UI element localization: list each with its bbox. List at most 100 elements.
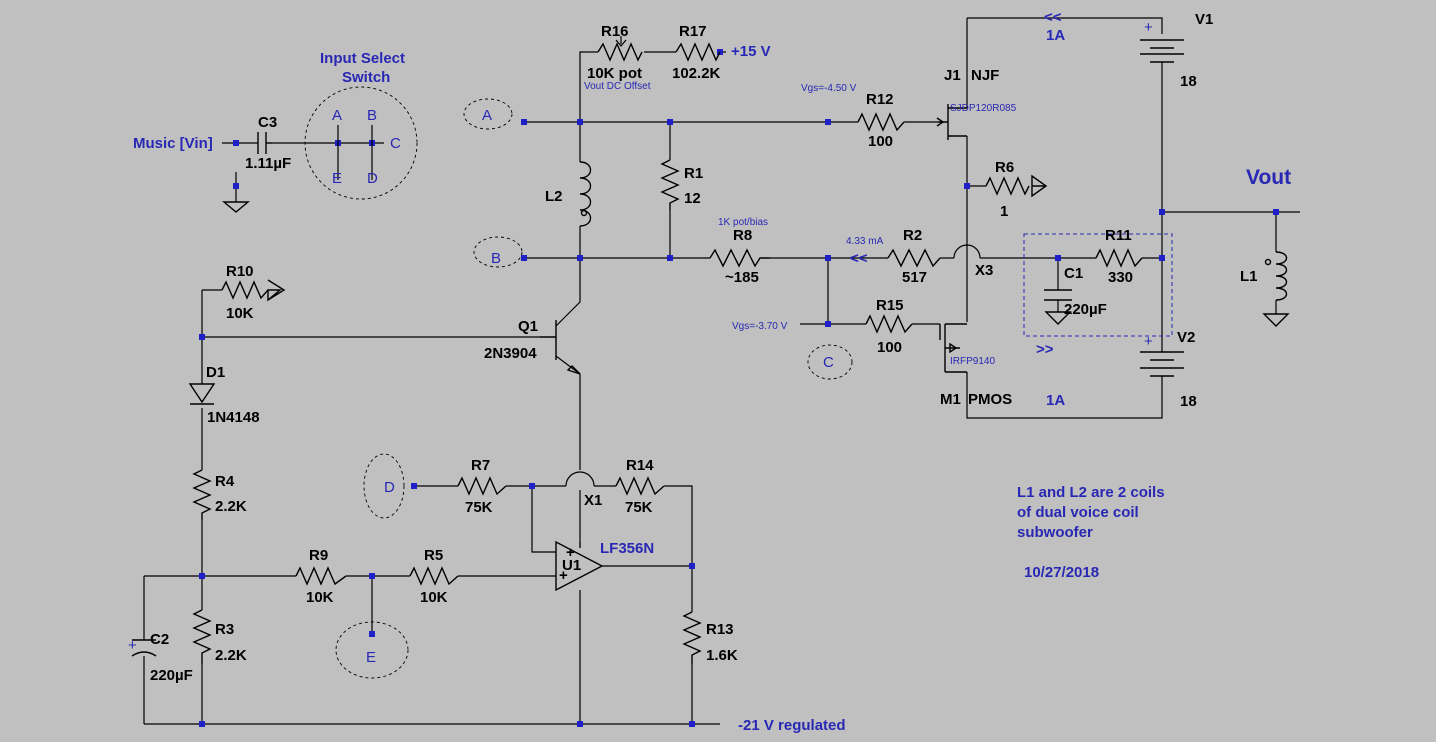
c1-r11-group-box xyxy=(1023,233,1173,337)
note-line2: of dual voice coil xyxy=(1017,504,1139,521)
R16-value: 10K pot xyxy=(587,65,642,82)
svg-text:+: + xyxy=(1144,333,1153,350)
R9-symbol xyxy=(295,566,347,586)
C3-symbol xyxy=(257,132,267,154)
R17-symbol xyxy=(675,42,721,62)
marker-d: D xyxy=(384,479,395,496)
V2-arrows: >> xyxy=(1036,341,1054,358)
R3-symbol xyxy=(192,609,212,664)
V1-value: 18 xyxy=(1180,73,1197,90)
input-select-subtitle: Switch xyxy=(342,69,390,86)
switch-pos-b: B xyxy=(367,107,377,124)
R9-ref: R9 xyxy=(309,547,328,564)
ground-icon xyxy=(1044,311,1072,325)
Q1-symbol xyxy=(540,320,581,375)
M1-part: IRFP9140 xyxy=(950,356,995,367)
resistors xyxy=(192,36,1143,664)
R14-ref: R14 xyxy=(626,457,654,474)
ground-icon xyxy=(1031,174,1048,198)
C1-symbol xyxy=(1044,289,1072,301)
R13-symbol xyxy=(682,611,702,664)
R13-ref: R13 xyxy=(706,621,734,638)
D1-ref: D1 xyxy=(206,364,225,381)
marker-a: A xyxy=(482,107,492,124)
M1-type: PMOS xyxy=(968,391,1012,408)
marker-b: B xyxy=(491,250,501,267)
C3-ref: C3 xyxy=(258,114,277,131)
R2-ref: R2 xyxy=(903,227,922,244)
R2-current: 4.33 mA xyxy=(846,236,884,247)
R5-value: 10K xyxy=(420,589,448,606)
switch-pos-c: C xyxy=(390,135,401,152)
C2-value: 220µF xyxy=(150,667,193,684)
R15-symbol xyxy=(865,314,913,334)
R8-ref: R8 xyxy=(733,227,752,244)
C3-value: 1.11µF xyxy=(245,155,291,172)
vgs-m1-label: Vgs=-3.70 V xyxy=(732,321,788,332)
R16-symbol xyxy=(597,42,643,62)
svg-text:+: + xyxy=(128,637,137,654)
R11-symbol xyxy=(1095,248,1143,268)
J1-symbol xyxy=(936,104,967,140)
R8-value: ~185 xyxy=(725,269,759,286)
X3-ref: X3 xyxy=(975,262,993,279)
R6-symbol xyxy=(985,176,1030,196)
capacitors: + xyxy=(128,132,1072,657)
L1-symbol xyxy=(1275,251,1288,301)
Q1-part: 2N3904 xyxy=(484,345,537,362)
vgs-j1-label: Vgs=-4.50 V xyxy=(801,83,857,94)
C1-value: 220µF xyxy=(1064,301,1107,318)
input-select-title: Input Select xyxy=(320,50,405,67)
input-select-switch[interactable] xyxy=(304,86,418,200)
R4-ref: R4 xyxy=(215,473,235,490)
R1-value: 12 xyxy=(684,190,701,207)
R12-symbol xyxy=(857,112,905,132)
R6-value: 1 xyxy=(1000,203,1008,220)
R1-ref: R1 xyxy=(684,165,703,182)
M1-ref: M1 xyxy=(940,391,961,408)
U1-ref: U1 xyxy=(562,557,581,574)
J1-type: NJF xyxy=(971,67,999,84)
note-line3: subwoofer xyxy=(1017,524,1093,541)
L1-ref: L1 xyxy=(1240,268,1258,285)
V2-value: 18 xyxy=(1180,393,1197,410)
R4-symbol xyxy=(192,469,212,520)
U1-part: LF356N xyxy=(600,540,654,557)
U1-symbol: + + xyxy=(555,540,604,592)
svg-text:+: + xyxy=(559,567,568,584)
V1-symbol: + xyxy=(1140,19,1184,63)
V2-current: 1A xyxy=(1046,392,1065,409)
R7-ref: R7 xyxy=(471,457,490,474)
R9-value: 10K xyxy=(306,589,334,606)
X1-ref: X1 xyxy=(584,492,602,509)
svg-text:+: + xyxy=(566,544,575,561)
R13-value: 1.6K xyxy=(706,647,738,664)
R11-ref: R11 xyxy=(1105,227,1132,244)
vout-dc-offset-label: Vout DC Offset xyxy=(584,81,651,92)
vout-label: Vout xyxy=(1246,166,1291,189)
V1-ref: V1 xyxy=(1195,11,1213,28)
R16-ref: R16 xyxy=(601,23,629,40)
R12-ref: R12 xyxy=(866,91,894,108)
markers[interactable] xyxy=(335,98,853,679)
R17-ref: R17 xyxy=(679,23,707,40)
V1-arrows: << xyxy=(1044,9,1062,26)
J1-part: SJDP120R085 xyxy=(950,103,1017,114)
R14-value: 75K xyxy=(625,499,653,516)
R3-ref: R3 xyxy=(215,621,234,638)
labels: R16 10K pot Vout DC Offset R17 102.2K +1… xyxy=(133,9,1291,734)
R12-value: 100 xyxy=(868,133,893,150)
svg-text:+: + xyxy=(1144,19,1153,36)
L2-symbol xyxy=(579,161,592,227)
plus15-label: +15 V xyxy=(731,43,771,60)
R7-symbol xyxy=(457,476,507,496)
R10-value: 10K xyxy=(226,305,254,322)
C1-ref: C1 xyxy=(1064,265,1083,282)
R2-symbol xyxy=(887,248,941,268)
V2-ref: V2 xyxy=(1177,329,1195,346)
L2-ref: L2 xyxy=(545,188,563,205)
R15-ref: R15 xyxy=(876,297,904,314)
R14-symbol xyxy=(615,476,665,496)
neg21-label: -21 V regulated xyxy=(738,717,846,734)
